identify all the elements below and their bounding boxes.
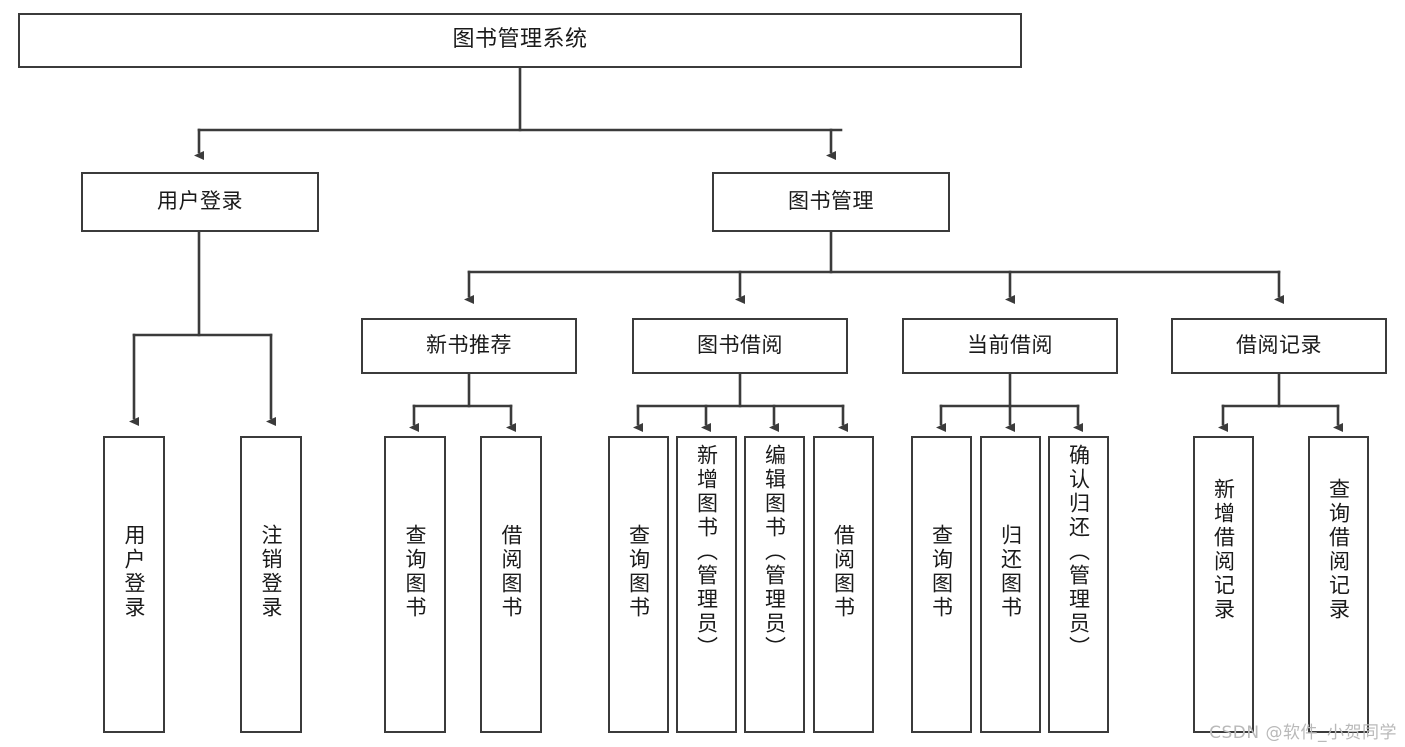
node-leaf-borrow-book-1[interactable]: 借阅图书 — [480, 436, 542, 733]
node-leaf-add-record-label: 新增借阅记录 — [1211, 478, 1236, 622]
node-book-borrow-label: 图书借阅 — [697, 333, 783, 358]
node-leaf-return-book-label: 归还图书 — [998, 524, 1023, 620]
node-leaf-add-book-label: 新增图书（管理员） — [694, 444, 719, 660]
node-borrow-record[interactable]: 借阅记录 — [1171, 318, 1387, 374]
node-current-borrow[interactable]: 当前借阅 — [902, 318, 1118, 374]
node-root[interactable]: 图书管理系统 — [18, 13, 1022, 68]
node-leaf-query-book-3[interactable]: 查询图书 — [911, 436, 972, 733]
node-leaf-query-record-label: 查询借阅记录 — [1326, 478, 1351, 622]
node-leaf-query-book-2-label: 查询图书 — [626, 524, 651, 620]
node-root-label: 图书管理系统 — [452, 27, 588, 53]
node-leaf-confirm-return-label: 确认归还（管理员） — [1066, 444, 1091, 660]
node-book-manage[interactable]: 图书管理 — [712, 172, 950, 232]
node-leaf-add-record[interactable]: 新增借阅记录 — [1193, 436, 1254, 733]
node-leaf-add-book[interactable]: 新增图书（管理员） — [676, 436, 737, 733]
node-leaf-borrow-book-2[interactable]: 借阅图书 — [813, 436, 874, 733]
node-leaf-edit-book-label: 编辑图书（管理员） — [762, 444, 787, 660]
node-leaf-query-book-3-label: 查询图书 — [929, 524, 954, 620]
node-leaf-confirm-return[interactable]: 确认归还（管理员） — [1048, 436, 1109, 733]
node-new-book-rec-label: 新书推荐 — [426, 333, 512, 358]
node-leaf-borrow-book-2-label: 借阅图书 — [831, 524, 856, 620]
node-leaf-logout-label: 注销登录 — [259, 524, 284, 620]
node-user-login-label: 用户登录 — [157, 189, 243, 214]
node-leaf-user-login-label: 用户登录 — [122, 524, 147, 620]
node-leaf-logout[interactable]: 注销登录 — [240, 436, 302, 733]
node-leaf-edit-book[interactable]: 编辑图书（管理员） — [744, 436, 805, 733]
node-new-book-rec[interactable]: 新书推荐 — [361, 318, 577, 374]
node-leaf-query-record[interactable]: 查询借阅记录 — [1308, 436, 1369, 733]
node-book-manage-label: 图书管理 — [788, 189, 874, 214]
node-current-borrow-label: 当前借阅 — [967, 333, 1053, 358]
node-leaf-query-book-1[interactable]: 查询图书 — [384, 436, 446, 733]
node-leaf-query-book-1-label: 查询图书 — [403, 524, 428, 620]
node-leaf-return-book[interactable]: 归还图书 — [980, 436, 1041, 733]
node-borrow-record-label: 借阅记录 — [1236, 333, 1322, 358]
node-user-login[interactable]: 用户登录 — [81, 172, 319, 232]
node-leaf-query-book-2[interactable]: 查询图书 — [608, 436, 669, 733]
node-leaf-borrow-book-1-label: 借阅图书 — [499, 524, 524, 620]
node-leaf-user-login[interactable]: 用户登录 — [103, 436, 165, 733]
node-book-borrow[interactable]: 图书借阅 — [632, 318, 848, 374]
